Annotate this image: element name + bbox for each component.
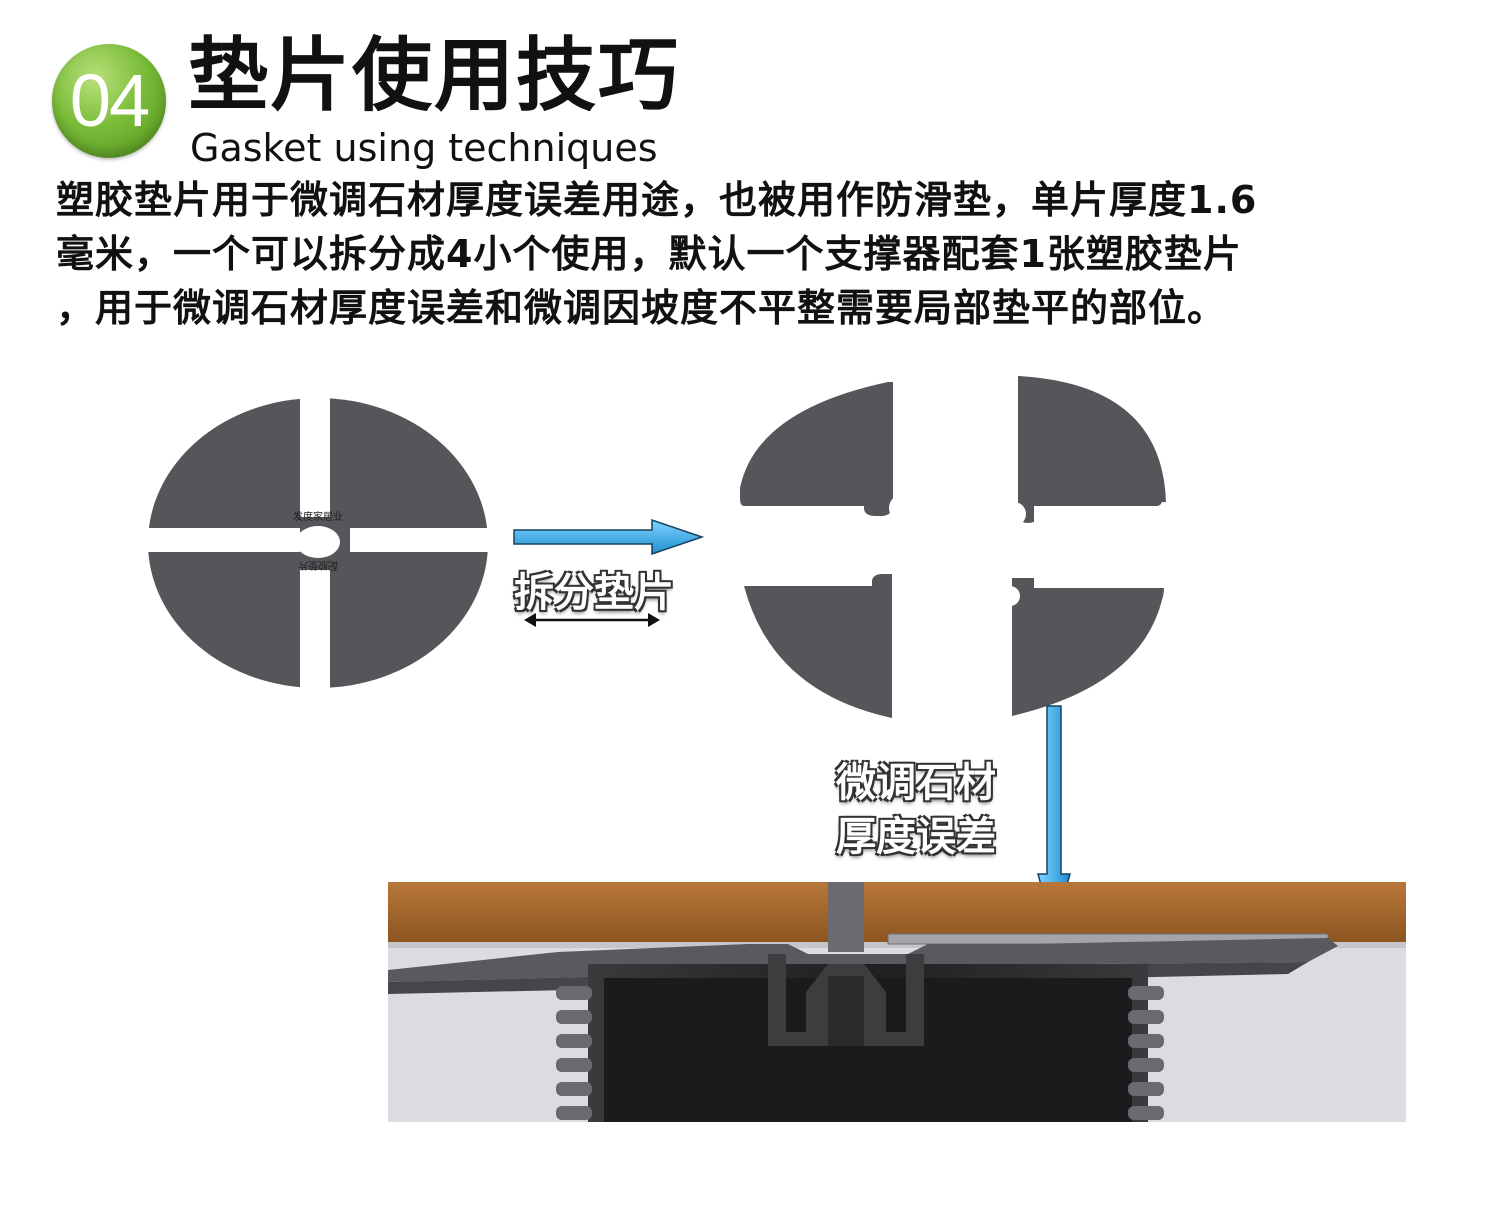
quarter-piece-top-left	[740, 382, 917, 522]
gasket-label-top: 发度家居业	[293, 510, 343, 523]
section-number-badge: 04	[52, 44, 166, 158]
page-subtitle: Gasket using techniques	[190, 126, 658, 170]
gasket-label-bottom: 配胶垫片	[298, 559, 338, 572]
adjust-caption-line-2: 厚度误差	[836, 814, 996, 860]
quarter-piece-bottom-left	[744, 574, 922, 718]
pedestal-cross-section	[388, 882, 1406, 1122]
split-caption: 拆分垫片	[514, 570, 674, 616]
double-arrow-icon	[524, 613, 660, 627]
section-number: 04	[69, 59, 150, 142]
split-arrow	[513, 518, 705, 556]
adjust-caption-line-1: 微调石材	[836, 760, 996, 806]
cross-section-drawing	[388, 882, 1406, 1122]
quarter-piece-bottom-right	[1010, 578, 1164, 716]
description-line-2: 毫米，一个可以拆分成4小个使用，默认一个支撑器配套1张塑胶垫片	[56, 232, 1242, 276]
page-title: 垫片使用技巧	[188, 29, 680, 122]
whole-gasket-illustration: 发度家居业 配胶垫片	[140, 390, 500, 700]
description-line-1: 塑胶垫片用于微调石材厚度误差用途，也被用作防滑垫，单片厚度1.6	[56, 178, 1258, 222]
quarter-piece-top-right	[1012, 376, 1166, 526]
description-line-3: ，用于微调石材厚度误差和微调因坡度不平整需要局部垫平的部位。	[56, 286, 1227, 330]
